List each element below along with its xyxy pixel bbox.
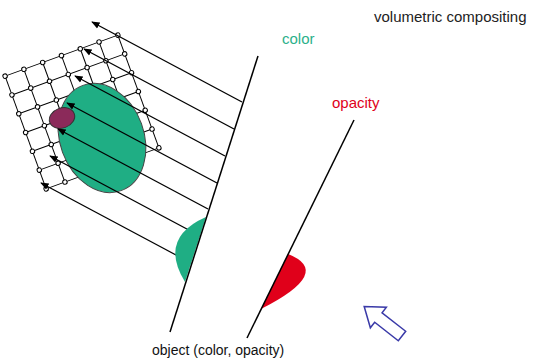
opacity-label: opacity bbox=[330, 94, 382, 112]
view-arrow bbox=[356, 296, 410, 346]
color-label: color bbox=[280, 30, 317, 48]
rays bbox=[41, 22, 242, 263]
color-profile bbox=[175, 217, 206, 282]
inner-object bbox=[46, 104, 77, 132]
object-blob bbox=[43, 71, 160, 205]
opacity-plane bbox=[247, 120, 354, 338]
diagram-caption: object (color, opacity) bbox=[150, 342, 286, 359]
color-plane bbox=[170, 56, 258, 332]
diagram-title: volumetric compositing bbox=[372, 8, 529, 26]
